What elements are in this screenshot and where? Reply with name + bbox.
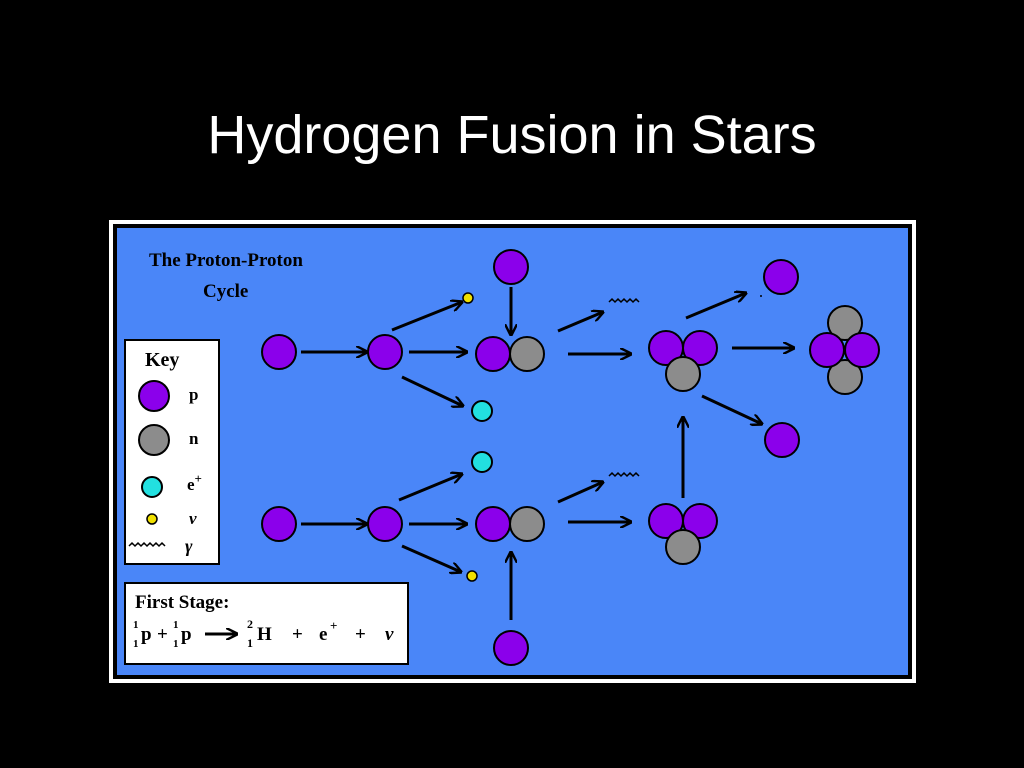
- proton-particle: [475, 506, 511, 542]
- proton-particle: [261, 506, 297, 542]
- svg-text:e: e: [319, 624, 327, 645]
- svg-text:1: 1: [133, 638, 139, 650]
- svg-text:1: 1: [173, 619, 179, 631]
- neutrino-icon: [146, 513, 158, 525]
- reaction-arrow: [401, 544, 461, 572]
- neutron-particle: [827, 359, 863, 395]
- proton-particle: [682, 330, 718, 366]
- proton-particle: [809, 332, 845, 368]
- svg-text:+: +: [292, 624, 303, 645]
- slide-title: Hydrogen Fusion in Stars: [207, 105, 817, 165]
- proton-particle: [763, 259, 799, 295]
- proton-particle: [493, 630, 529, 666]
- diagram-heading-line1: The Proton-Proton: [149, 250, 303, 271]
- first-stage-box: First Stage: 1 1 p + 1 1 p 2 1 H + e + +…: [124, 582, 409, 665]
- svg-text:+: +: [355, 624, 366, 645]
- diagram-heading-line2: Cycle: [203, 281, 248, 302]
- key-label-neutrino: ν: [189, 509, 197, 528]
- neutron-particle: [665, 529, 701, 565]
- reaction-arrow: [557, 482, 603, 504]
- neutron-particle: [509, 506, 545, 542]
- svg-text:ν: ν: [385, 624, 394, 645]
- svg-text:1: 1: [173, 638, 179, 650]
- proton-particle: [682, 503, 718, 539]
- first-stage-title: First Stage:: [135, 592, 229, 613]
- svg-text:+: +: [157, 624, 168, 645]
- neutron-particle: [665, 356, 701, 392]
- top-chain: [261, 249, 880, 458]
- positron-particle: [471, 451, 493, 473]
- proton-particle: [367, 334, 403, 370]
- proton-particle: [493, 249, 529, 285]
- proton-particle: [261, 334, 297, 370]
- key-label-neutron: n: [189, 429, 199, 448]
- reaction-arrow: [391, 302, 462, 332]
- bottom-chain: [261, 417, 718, 666]
- neutron-icon: [138, 424, 170, 456]
- svg-text:p: p: [181, 624, 192, 645]
- gamma-ray: [608, 471, 640, 478]
- reaction-arrow: [557, 312, 603, 333]
- proton-proton-cycle-figure: The Proton-Proton Cycle Key p n e+ ν γ F…: [109, 220, 916, 683]
- svg-text:p: p: [141, 624, 152, 645]
- proton-particle: [844, 332, 880, 368]
- neutron-particle: [509, 336, 545, 372]
- proton-particle: [764, 422, 800, 458]
- gamma-icon: [128, 541, 166, 548]
- key-legend: Key p n e+ ν γ: [124, 339, 220, 565]
- svg-text:1: 1: [133, 619, 139, 631]
- first-stage-equation: 1 1 p + 1 1 p 2 1 H + e + + ν: [133, 617, 394, 650]
- key-label-gamma: γ: [185, 536, 193, 556]
- reaction-arrow: [398, 474, 462, 502]
- reaction-arrow: [401, 375, 463, 406]
- positron-icon: [141, 476, 163, 498]
- neutrino-particle: [466, 570, 478, 582]
- proton-particle: [367, 506, 403, 542]
- key-label-proton: p: [189, 385, 198, 404]
- gamma-ray: [608, 297, 640, 304]
- reaction-arrow: [685, 293, 746, 320]
- neutron-particle: [827, 305, 863, 341]
- svg-text:+: +: [330, 618, 337, 633]
- svg-text:2: 2: [247, 617, 253, 631]
- proton-particle: [475, 336, 511, 372]
- svg-text:1: 1: [247, 636, 253, 650]
- neutrino-particle: [462, 292, 474, 304]
- reaction-arrow: [701, 394, 762, 424]
- positron-particle: [471, 400, 493, 422]
- svg-text:H: H: [257, 624, 272, 645]
- proton-icon: [138, 380, 170, 412]
- key-title: Key: [145, 349, 179, 371]
